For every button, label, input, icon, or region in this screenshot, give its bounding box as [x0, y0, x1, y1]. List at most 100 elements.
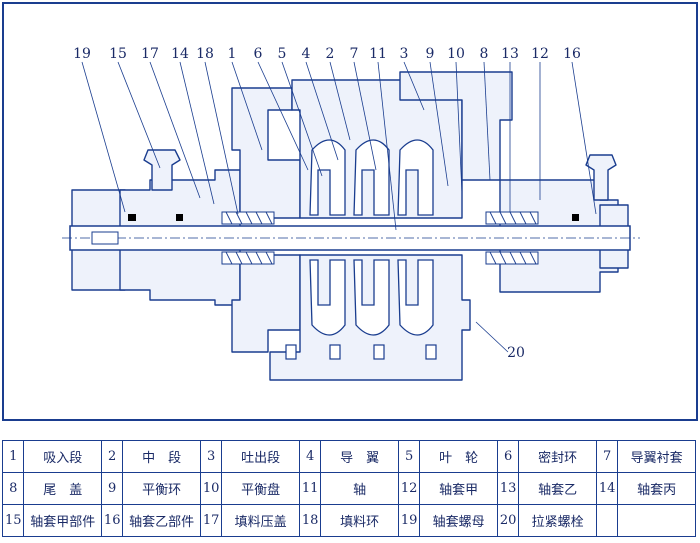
callout-14: 14	[171, 46, 189, 62]
callout-19: 19	[73, 46, 91, 62]
callout-11: 11	[369, 46, 387, 62]
part-number-cell: 19	[397, 504, 421, 537]
leader-14	[179, 61, 215, 205]
callout-16: 16	[563, 46, 581, 62]
part-number-cell: 8	[1, 472, 25, 505]
leader-7	[353, 61, 377, 171]
leader-18	[204, 61, 239, 215]
part-number-cell: 16	[100, 504, 124, 537]
leader-15	[117, 61, 161, 169]
shaft-keyway	[91, 231, 119, 245]
packing-right-lower	[485, 251, 539, 265]
left-oil-cup	[143, 149, 181, 191]
leader-10	[455, 61, 463, 195]
packing-right-upper	[485, 211, 539, 225]
impeller-upper-3	[397, 139, 434, 216]
part-number-cell: 3	[199, 440, 223, 473]
part-number-cell: 11	[298, 472, 322, 505]
callout-15: 15	[109, 46, 127, 62]
callout-20: 20	[507, 345, 525, 361]
part-number-cell: 14	[595, 472, 619, 505]
part-name-cell: 尾 盖	[23, 472, 102, 505]
part-name-cell: 中 段	[122, 440, 201, 473]
impeller-lower-1	[309, 259, 346, 336]
part-number-cell: 15	[1, 504, 25, 537]
tie-bolt-2	[329, 344, 341, 360]
part-number-cell: 18	[298, 504, 322, 537]
pump-section-diagram: 19 15 17 14 18 1 6 5 4 2 7 11 3 9 10 8 1…	[2, 2, 698, 421]
part-number-cell: 17	[199, 504, 223, 537]
packing-left-lower	[221, 251, 275, 265]
leader-1	[231, 61, 263, 151]
part-name-cell: 平衡环	[122, 472, 201, 505]
seal-marker-1	[128, 214, 136, 221]
part-name-cell	[617, 504, 696, 537]
callout-4: 4	[302, 46, 311, 62]
part-number-cell: 9	[100, 472, 124, 505]
callout-10: 10	[447, 46, 465, 62]
part-name-cell: 轴套乙	[518, 472, 597, 505]
part-number-cell: 5	[397, 440, 421, 473]
callout-1: 1	[228, 46, 237, 62]
part-number-cell	[595, 504, 619, 537]
packing-hatch-left	[225, 211, 273, 265]
part-name-cell: 导 翼	[320, 440, 399, 473]
callout-6: 6	[254, 46, 263, 62]
part-number-cell: 7	[595, 440, 619, 473]
leader-4	[305, 61, 339, 161]
leader-11	[377, 61, 397, 231]
leader-5	[281, 61, 323, 177]
tie-bolt-3	[373, 344, 385, 360]
part-number-cell: 4	[298, 440, 322, 473]
seal-marker-3	[572, 214, 579, 221]
leader-17	[149, 61, 201, 199]
leader-20	[475, 321, 509, 353]
part-number-cell: 1	[1, 440, 25, 473]
leader-19	[81, 61, 126, 213]
part-name-cell: 填料环	[320, 504, 399, 537]
part-number-cell: 20	[496, 504, 520, 537]
leader-8	[483, 61, 491, 181]
part-number-cell: 6	[496, 440, 520, 473]
part-name-cell: 轴套甲	[419, 472, 498, 505]
callout-7: 7	[350, 46, 359, 62]
callout-17: 17	[141, 46, 159, 62]
part-number-cell: 12	[397, 472, 421, 505]
part-name-cell: 吐出段	[221, 440, 300, 473]
packing-hatch-right	[489, 211, 537, 265]
impeller-upper-1	[309, 139, 346, 216]
part-name-cell: 轴套乙部件	[122, 504, 201, 537]
part-name-cell: 吸入段	[23, 440, 102, 473]
leader-3	[403, 61, 425, 111]
callout-8: 8	[480, 46, 489, 62]
leader-9	[429, 61, 449, 187]
callout-3: 3	[400, 46, 409, 62]
part-name-cell: 轴	[320, 472, 399, 505]
part-name-cell: 轴套螺母	[419, 504, 498, 537]
part-number-cell: 13	[496, 472, 520, 505]
callout-9: 9	[426, 46, 435, 62]
callout-18: 18	[196, 46, 214, 62]
part-name-cell: 拉紧螺栓	[518, 504, 597, 537]
packing-left-upper	[221, 211, 275, 225]
part-number-cell: 10	[199, 472, 223, 505]
impeller-lower-3	[397, 259, 434, 336]
part-name-cell: 轴套丙	[617, 472, 696, 505]
part-name-cell: 导翼衬套	[617, 440, 696, 473]
callout-5: 5	[278, 46, 287, 62]
callout-13: 13	[501, 46, 519, 62]
part-name-cell: 密封环	[518, 440, 597, 473]
part-name-cell: 叶 轮	[419, 440, 498, 473]
leader-2	[329, 61, 351, 141]
part-name-cell: 平衡盘	[221, 472, 300, 505]
tie-bolt-1	[285, 344, 297, 360]
callout-2: 2	[326, 46, 335, 62]
callout-12: 12	[531, 46, 549, 62]
part-name-cell: 轴套甲部件	[23, 504, 102, 537]
seal-marker-2	[176, 214, 183, 221]
leader-6	[257, 61, 309, 171]
